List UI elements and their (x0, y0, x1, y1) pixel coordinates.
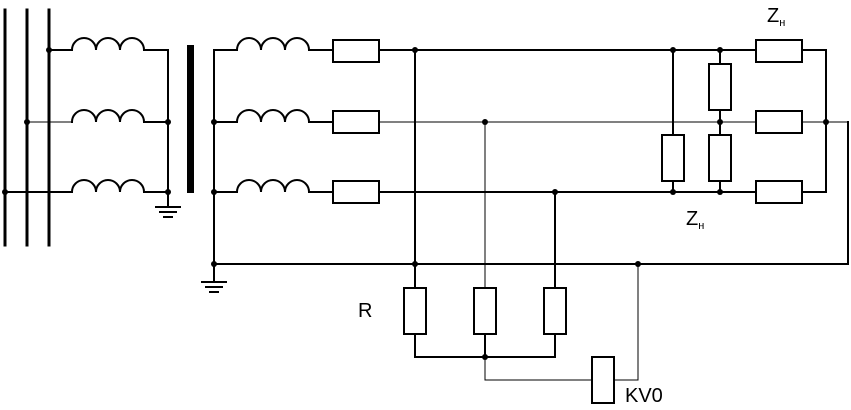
secondary-winding-b (235, 109, 311, 124)
resistor-c (543, 287, 567, 335)
transformer-primary (4, 37, 181, 218)
relay-label: KV0 (625, 385, 663, 407)
line-conductors (378, 47, 757, 195)
resistor-star (403, 49, 567, 360)
load-impedance-label-bottom: Zн (686, 208, 704, 232)
primary-winding-a (70, 37, 146, 52)
delta-impedance-ab (708, 63, 732, 111)
ground-icon (155, 206, 181, 218)
star-impedance-b (755, 110, 803, 134)
fuse-a (332, 39, 380, 63)
ground-icon (201, 263, 227, 293)
resistor-label: R (358, 300, 372, 322)
relay-kv0 (484, 261, 641, 404)
delta-impedance-bc (708, 134, 732, 182)
relay-coil (591, 356, 615, 404)
fuses (332, 39, 380, 204)
star-impedance-c (755, 180, 803, 204)
fuse-b (332, 110, 380, 134)
resistor-a (403, 287, 427, 335)
delta-impedance-ca (661, 134, 685, 182)
load-impedance-label-top: Zн (767, 5, 785, 29)
primary-winding-c (70, 179, 146, 194)
transformer-secondary (201, 37, 849, 293)
delta-load (661, 47, 732, 195)
primary-winding-b (70, 109, 146, 124)
fuse-c (332, 180, 380, 204)
resistor-b (473, 287, 497, 335)
transformer-core (187, 45, 194, 193)
supply-busbars (2, 8, 52, 247)
star-impedance-a (755, 39, 803, 63)
star-load (755, 39, 849, 265)
secondary-winding-a (235, 37, 311, 52)
secondary-winding-c (235, 179, 311, 194)
